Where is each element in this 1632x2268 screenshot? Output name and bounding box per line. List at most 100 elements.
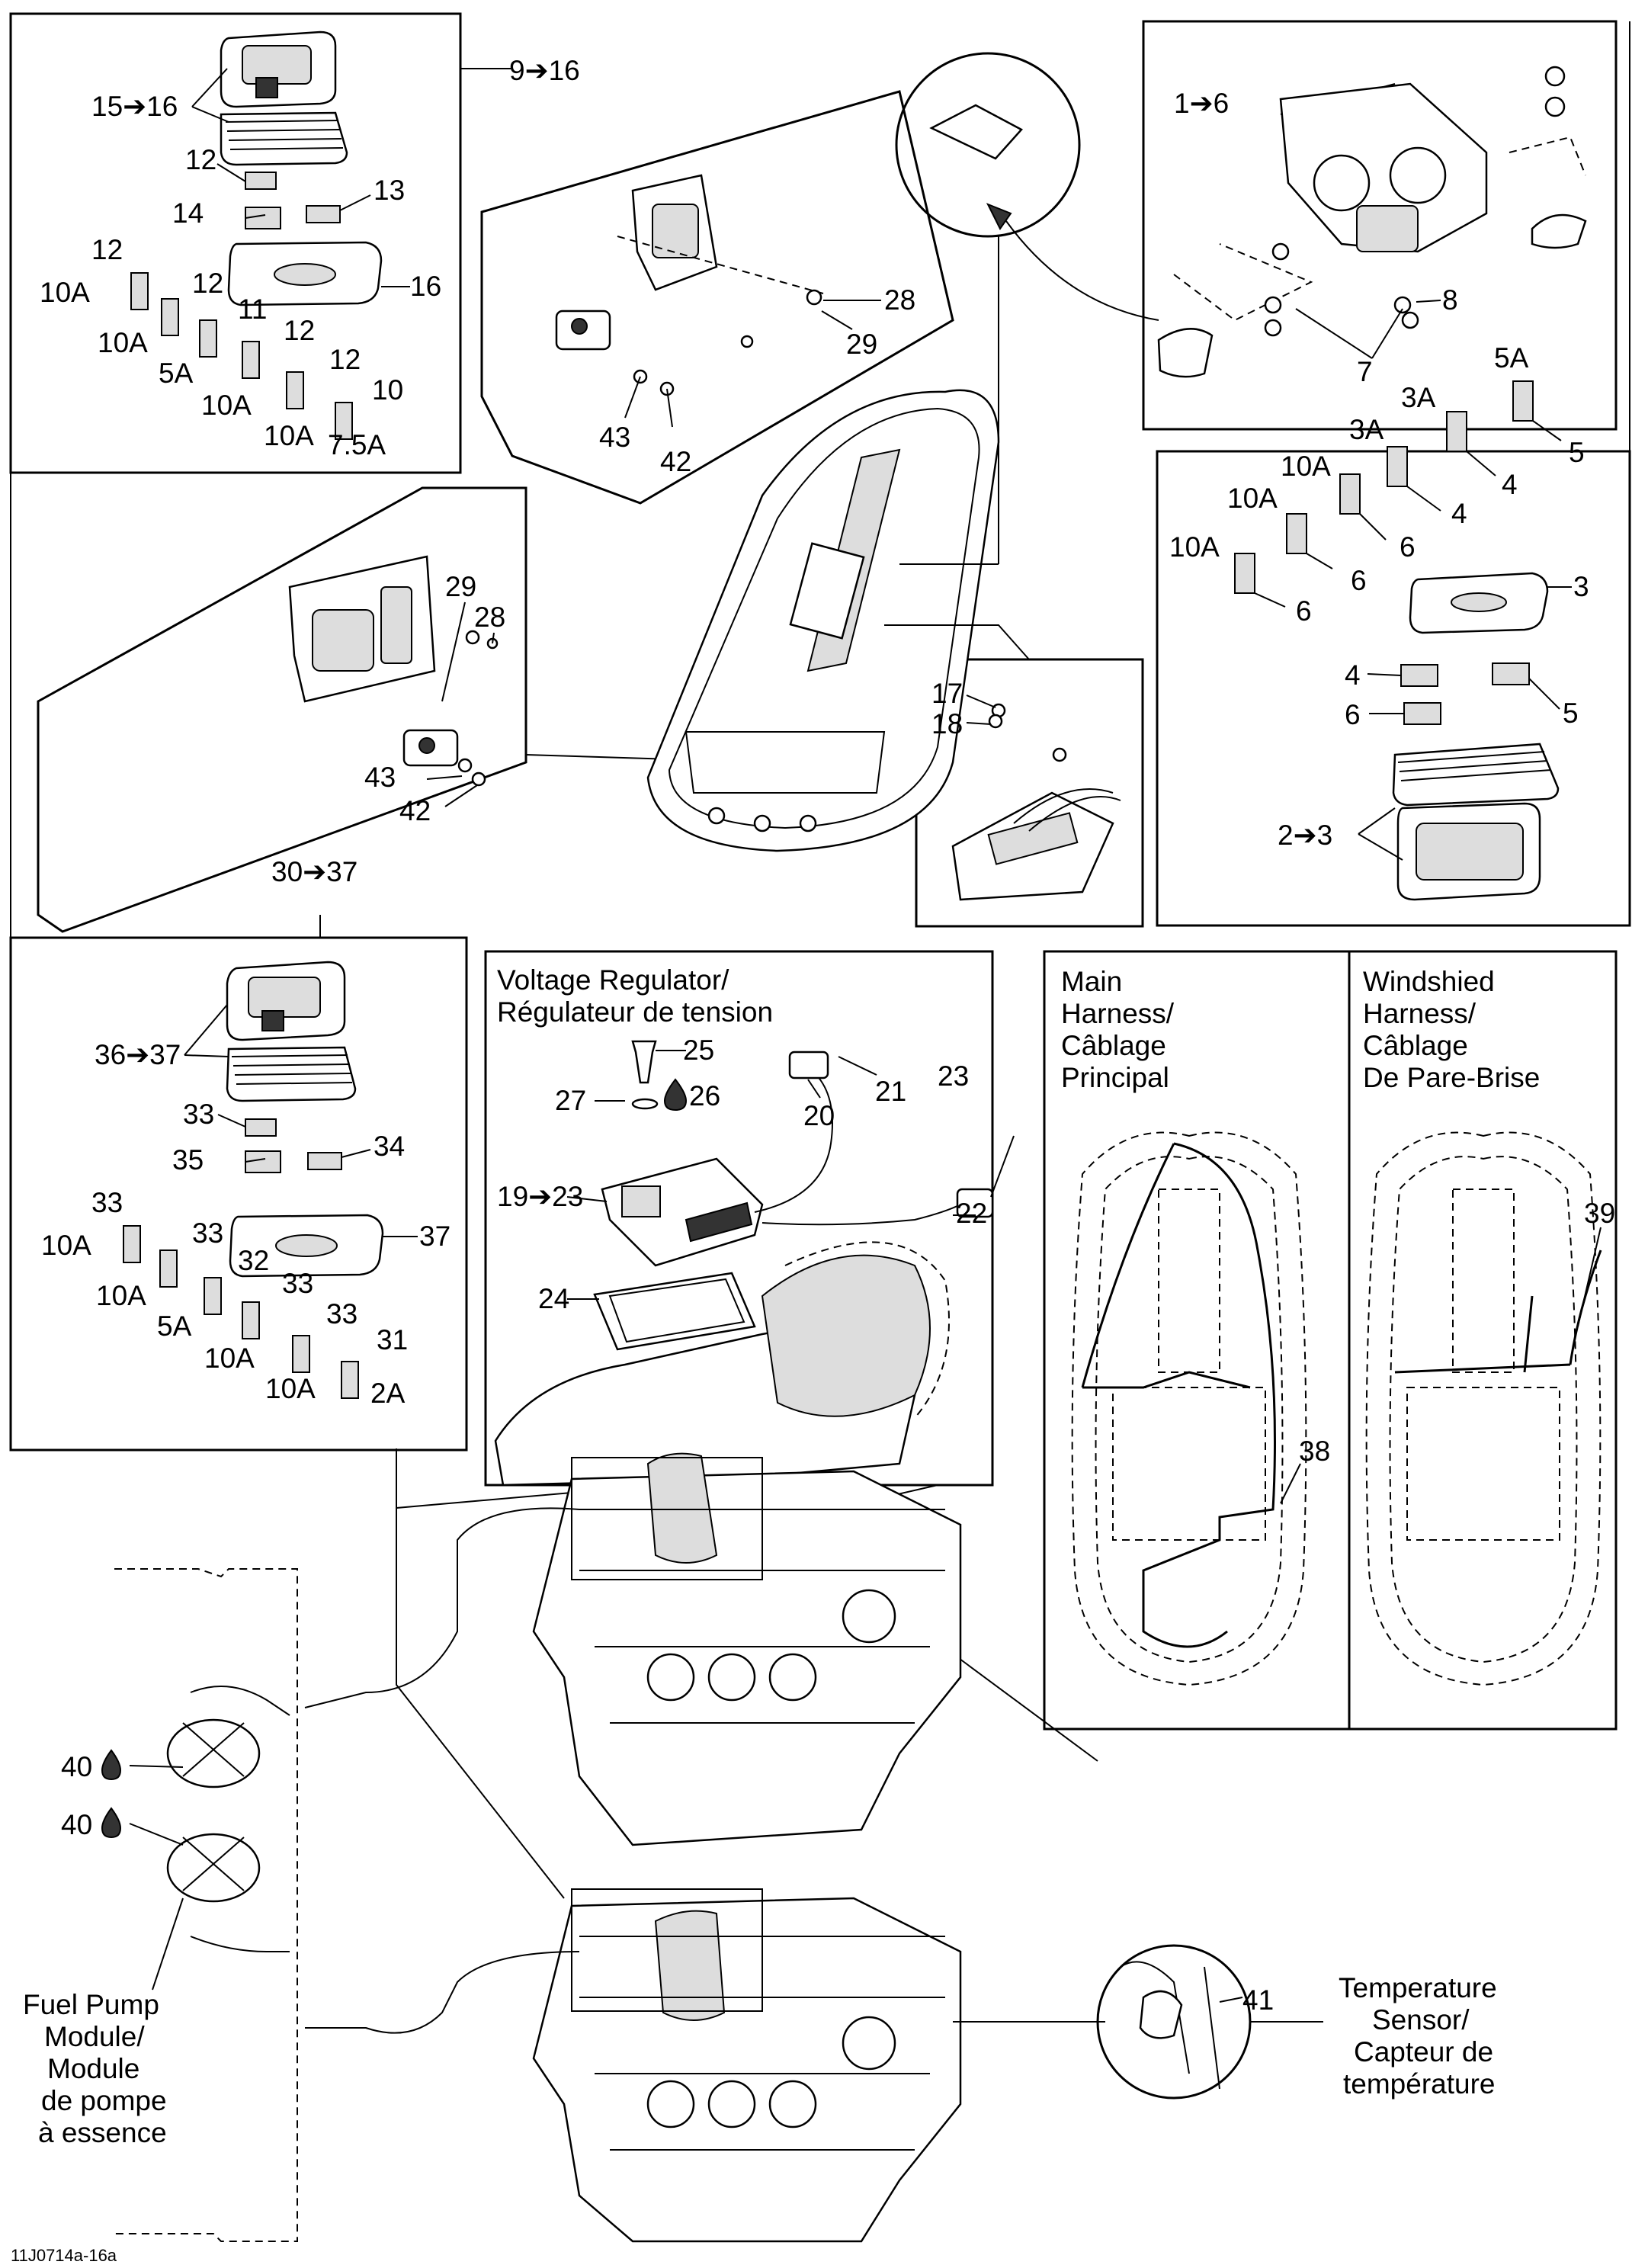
callout-6: 6 <box>1400 531 1416 563</box>
sealant-drop-icon <box>101 1807 122 1839</box>
callout-15-16: 15➔16 <box>91 91 178 122</box>
callout-21: 21 <box>875 1076 906 1107</box>
voltage-regulator-gasket <box>593 1272 756 1351</box>
hull-top-view <box>646 389 1000 852</box>
callout-27: 27 <box>555 1085 586 1116</box>
voltage-regulator-leaders <box>566 1050 1015 1300</box>
leader-43b <box>426 775 463 780</box>
callout-31: 31 <box>377 1324 408 1355</box>
temp-sensor-caption-line4: température <box>1343 2068 1496 2100</box>
temp-sensor-caption-line2: Sensor/ <box>1372 2004 1470 2035</box>
fuse-box-b-fuses <box>1234 380 1534 594</box>
air-box-and-filter <box>494 1241 950 1487</box>
leader-40b <box>129 1823 184 1846</box>
windshield-harness-hull <box>1365 1131 1602 1686</box>
leader-18 <box>966 722 992 725</box>
sealant-drop-icon <box>101 1749 122 1781</box>
callout-19-23: 19➔23 <box>497 1181 583 1212</box>
callout-18: 18 <box>931 708 963 739</box>
callout-40: 40 <box>61 1809 92 1840</box>
callout-3a: 3A <box>1349 414 1384 445</box>
leader-40a <box>129 1765 184 1768</box>
fuel-pump-caption-line4: de pompe <box>41 2085 167 2116</box>
fuse-box-c-seal <box>226 1046 357 1102</box>
leader-2-3a <box>1358 807 1396 835</box>
callout-10: 10 <box>372 374 403 406</box>
callout-7-5a: 7.5A <box>328 429 386 460</box>
fuse-box-c-frame <box>9 936 468 1452</box>
callout-20: 20 <box>803 1100 835 1131</box>
callout-10a: 10A <box>1227 483 1278 514</box>
engine-lower-highlight <box>571 1888 763 2012</box>
callout-40: 40 <box>61 1751 92 1782</box>
callout-14: 14 <box>172 197 204 229</box>
leader-29 <box>821 310 853 330</box>
windshield-harness-caption-line3: Câblage <box>1363 1030 1468 1061</box>
callout-10a: 10A <box>40 277 90 308</box>
engine-leader-down <box>396 1508 565 1899</box>
callout-2-3: 2➔3 <box>1278 820 1332 851</box>
callout-6: 6 <box>1345 699 1361 730</box>
callout-23: 23 <box>938 1060 969 1092</box>
callout-13: 13 <box>374 175 405 206</box>
callout-6: 6 <box>1351 565 1367 596</box>
callout-32: 32 <box>238 1245 269 1276</box>
temp-sensor-caption-line3: Capteur de <box>1354 2036 1493 2068</box>
fuse-box-b-cover-recess <box>1416 823 1524 881</box>
fuse-box-a-frame <box>9 12 462 474</box>
windshield-harness-caption-line4: De Pare-Brise <box>1363 1062 1540 1093</box>
callout-3a: 3A <box>1401 382 1436 413</box>
callout-9-16: 9➔16 <box>509 55 580 86</box>
callout-33: 33 <box>192 1217 223 1249</box>
callout-10a: 10A <box>96 1280 146 1311</box>
windshield-harness-caption-line2: Harness/ <box>1363 998 1476 1029</box>
callout-5a: 5A <box>1494 342 1529 374</box>
callout-42: 42 <box>399 795 431 826</box>
callout-38: 38 <box>1299 1436 1330 1467</box>
figure-code: 11J0714a-16a <box>11 2246 117 2265</box>
detail-arrow-line <box>1005 220 1159 321</box>
callout-5a: 5A <box>157 1310 192 1342</box>
callout-10a: 10A <box>264 420 314 451</box>
leader-43 <box>624 376 641 419</box>
main-harness-hull <box>1071 1131 1307 1686</box>
fuse-box-b-housing <box>1279 82 1488 253</box>
engine-upper-highlight <box>571 1457 763 1580</box>
callout-4: 4 <box>1451 498 1467 529</box>
leader-17 <box>966 695 996 708</box>
callout-5a: 5A <box>159 358 194 389</box>
fuel-pump-module-upper <box>166 1686 290 1788</box>
callout-10a: 10A <box>204 1343 255 1374</box>
fuse-box-b-relay-6 <box>1403 702 1441 725</box>
voltage-regulator-gasket-inner <box>608 1278 745 1343</box>
harness-frame <box>1043 950 1618 1731</box>
callout-37: 37 <box>419 1221 450 1252</box>
temp-sensor-detail <box>1120 1961 1220 2090</box>
callout-12: 12 <box>91 234 123 265</box>
callout-35: 35 <box>172 1144 204 1176</box>
fuse-box-b-hardware <box>1157 66 1587 378</box>
callout-3: 3 <box>1573 571 1589 602</box>
callout-28: 28 <box>474 601 505 633</box>
leader-38 <box>1280 1463 1301 1504</box>
callout-12: 12 <box>284 315 315 346</box>
mount-left-fuse-holder <box>288 555 459 767</box>
mount-wall-top <box>480 90 954 505</box>
voltage-regulator-caption-line1: Voltage Regulator/ <box>497 964 729 996</box>
leader-39 <box>1577 1227 1602 1327</box>
callout-29: 29 <box>445 571 476 602</box>
callout-10a: 10A <box>41 1230 91 1261</box>
callout-16: 16 <box>410 271 441 302</box>
callout-42: 42 <box>660 446 691 477</box>
fuse-box-a-parts <box>130 172 383 440</box>
callout-12: 12 <box>185 144 216 175</box>
callout-1-6: 1➔6 <box>1174 88 1229 119</box>
fuse-box-a-seal <box>220 111 348 166</box>
callout-29: 29 <box>846 329 877 360</box>
callout-22: 22 <box>956 1198 987 1229</box>
callout-4: 4 <box>1502 469 1518 500</box>
callout-39: 39 <box>1584 1198 1615 1229</box>
callout-10a: 10A <box>1281 451 1331 482</box>
callout-43: 43 <box>364 762 396 793</box>
callout-26: 26 <box>689 1080 720 1112</box>
